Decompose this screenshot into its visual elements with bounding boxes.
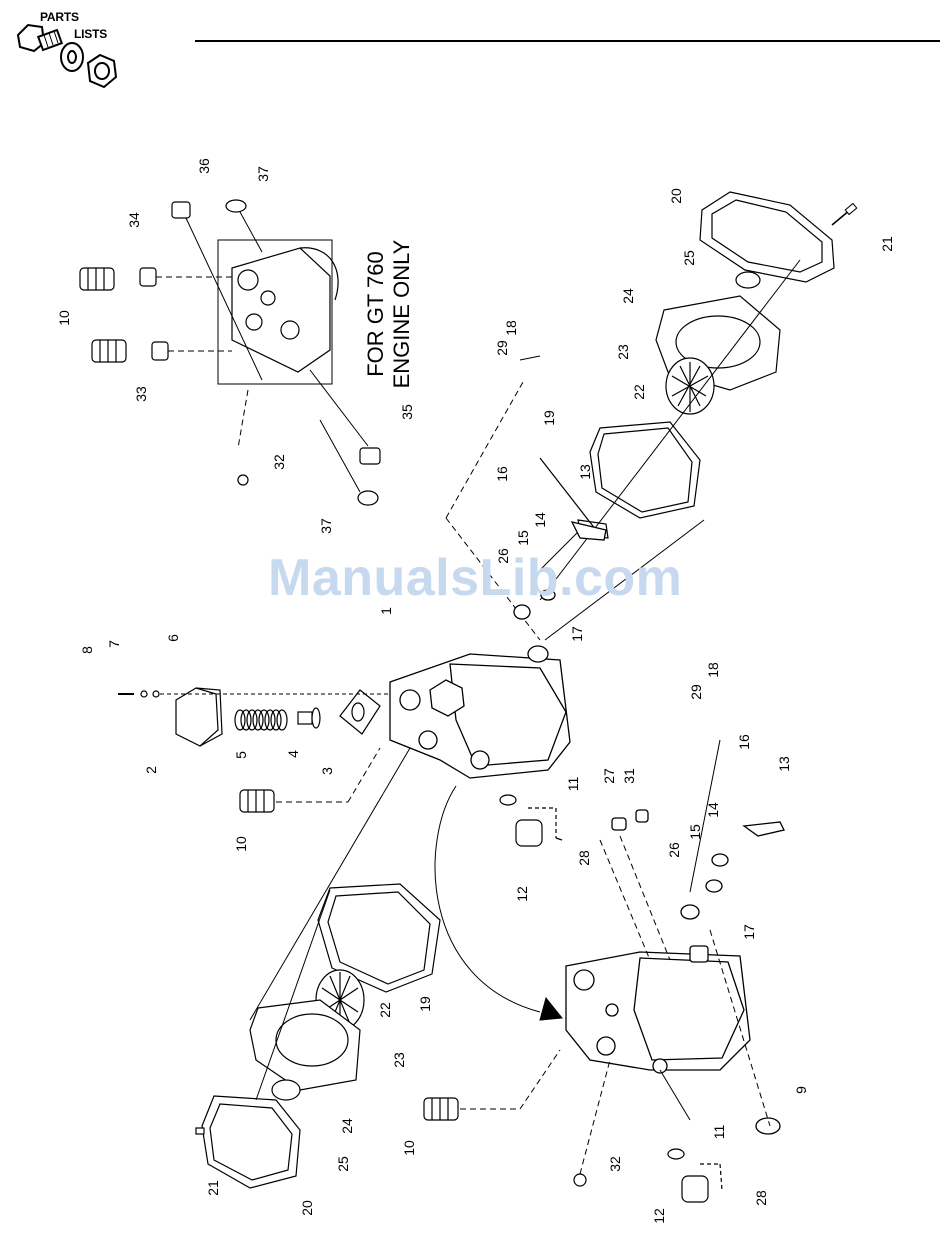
- callout-25: 25: [681, 245, 697, 271]
- callout-22: 22: [377, 997, 393, 1023]
- inset-valve-block: [232, 248, 338, 372]
- callout-18: 18: [503, 315, 519, 341]
- inset-fittings: [80, 200, 380, 505]
- callout-9: 9: [793, 1077, 809, 1103]
- engine-note-line1: FOR GT 760: [363, 209, 389, 419]
- callout-17: 17: [741, 919, 757, 945]
- callout-33: 33: [133, 381, 149, 407]
- callout-20: 20: [299, 1195, 315, 1221]
- callout-37: 37: [255, 161, 271, 187]
- callout-16: 16: [494, 461, 510, 487]
- callout-7: 7: [106, 631, 122, 657]
- callout-35: 35: [399, 399, 415, 425]
- callout-11: 11: [711, 1119, 727, 1145]
- callout-10: 10: [233, 831, 249, 857]
- callout-25: 25: [335, 1151, 351, 1177]
- callout-15: 15: [687, 819, 703, 845]
- callout-3: 3: [319, 758, 335, 784]
- callout-14: 14: [532, 507, 548, 533]
- callout-26: 26: [495, 543, 511, 569]
- callout-12: 12: [514, 881, 530, 907]
- callout-21: 21: [205, 1175, 221, 1201]
- callout-23: 23: [615, 339, 631, 365]
- callout-17: 17: [569, 621, 585, 647]
- callout-6: 6: [165, 625, 181, 651]
- callout-24: 24: [620, 283, 636, 309]
- callout-26: 26: [666, 837, 682, 863]
- callout-5: 5: [233, 742, 249, 768]
- fitting-10-lower: [424, 1098, 458, 1120]
- callout-19: 19: [541, 405, 557, 431]
- callout-27: 27: [601, 763, 617, 789]
- plug-12-upper: [500, 795, 562, 846]
- callout-10: 10: [401, 1135, 417, 1161]
- callout-4: 4: [285, 741, 301, 767]
- callout-28: 28: [576, 845, 592, 871]
- callout-21: 21: [879, 231, 895, 257]
- callout-23: 23: [391, 1047, 407, 1073]
- callout-32: 32: [271, 449, 287, 475]
- callout-29: 29: [688, 679, 704, 705]
- cover-assembly: [118, 688, 380, 746]
- callout-14: 14: [705, 797, 721, 823]
- callout-10: 10: [56, 305, 72, 331]
- callout-20: 20: [668, 183, 684, 209]
- callout-24: 24: [339, 1113, 355, 1139]
- callout-13: 13: [776, 751, 792, 777]
- engine-note: FOR GT 760 ENGINE ONLY: [363, 209, 403, 419]
- callout-19: 19: [417, 991, 433, 1017]
- callout-37: 37: [318, 513, 334, 539]
- callout-11: 11: [565, 771, 581, 797]
- engine-note-line2: ENGINE ONLY: [389, 209, 415, 419]
- callout-12: 12: [651, 1203, 667, 1229]
- callout-34: 34: [126, 207, 142, 233]
- callout-15: 15: [515, 525, 531, 551]
- callout-32: 32: [607, 1151, 623, 1177]
- callout-8: 8: [79, 637, 95, 663]
- callout-22: 22: [631, 379, 647, 405]
- watermark: ManualsLib.com: [268, 548, 682, 608]
- callout-31: 31: [621, 763, 637, 789]
- callout-16: 16: [736, 729, 752, 755]
- callout-2: 2: [143, 757, 159, 783]
- plug-12-lower: [574, 1149, 722, 1202]
- callout-28: 28: [753, 1185, 769, 1211]
- callout-18: 18: [705, 657, 721, 683]
- callout-13: 13: [577, 459, 593, 485]
- fitting-10-middle: [240, 790, 274, 812]
- upper-diaphragm-stack: [540, 192, 834, 538]
- callout-1: 1: [378, 598, 394, 624]
- callout-36: 36: [196, 153, 212, 179]
